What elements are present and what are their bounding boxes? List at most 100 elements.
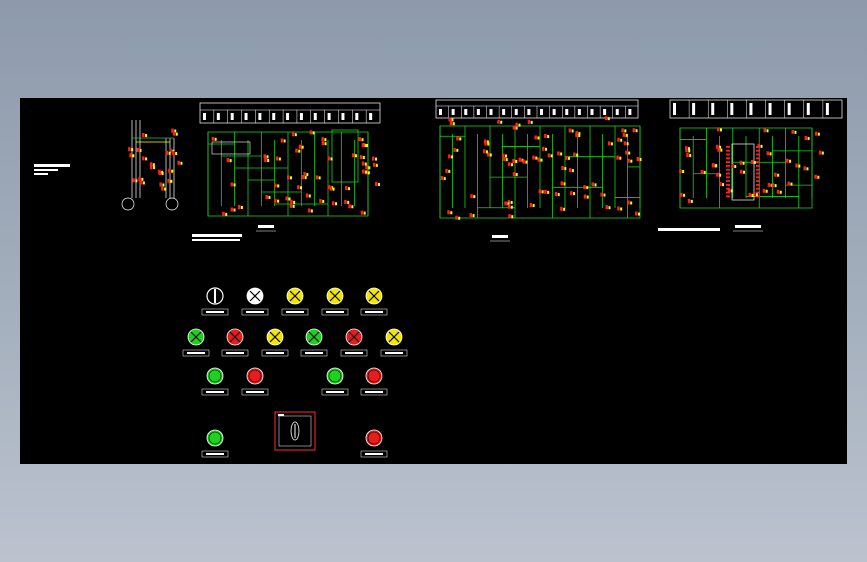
sheet-2-contact	[623, 141, 629, 146]
sheet-2-contact	[568, 128, 574, 133]
plc-module	[731, 143, 755, 201]
sheet-3-contact	[763, 128, 769, 133]
sheet-1-contact	[265, 194, 271, 199]
nameplate	[380, 349, 408, 357]
sheet-2-contact	[453, 147, 459, 152]
selector-switch-icon	[206, 287, 224, 305]
motor-contact	[129, 153, 135, 158]
sheet-2-contact	[604, 116, 610, 121]
sheet-2-contact	[507, 204, 513, 209]
motor-contact	[132, 178, 138, 183]
sheet-1-contact	[226, 158, 232, 163]
sheet-2-contact	[537, 157, 543, 162]
sheet-3-contact	[787, 181, 793, 186]
sheet-2-contact	[508, 214, 514, 219]
sheet-2-contact	[538, 189, 544, 194]
sheet-2-contact	[564, 155, 570, 160]
control-sheet-2	[435, 99, 641, 242]
sheet-3-contact	[716, 144, 722, 149]
motor-power-circuit	[121, 120, 179, 211]
sheet-3-contact	[679, 169, 685, 174]
sheet-1-contact	[263, 154, 269, 159]
sheet-1-contact	[332, 201, 338, 206]
sheet-2-contact	[605, 205, 611, 210]
motor-contact	[138, 176, 144, 181]
motor-contact	[161, 186, 167, 191]
sheet-3-contact	[786, 158, 792, 163]
sheet-2-contact	[561, 166, 567, 171]
key-switch	[274, 411, 316, 451]
sheet-3-contact	[740, 169, 746, 174]
sheet-2-contact	[456, 136, 462, 141]
nameplate	[300, 349, 328, 357]
motor-1-symbol	[121, 197, 135, 211]
sheet-2-contact	[527, 119, 533, 124]
sheet-1-contact	[237, 204, 243, 209]
sheet-1-aux-contact	[359, 155, 365, 160]
sheet-2-contact	[534, 135, 540, 140]
motor-contact	[171, 128, 177, 133]
sheet-2-caption	[490, 235, 510, 242]
sheet-2-contact	[636, 157, 642, 162]
sheet-3-contact	[748, 192, 754, 197]
motor-contact	[167, 178, 173, 183]
motor-contact	[172, 151, 178, 156]
nameplate	[201, 450, 229, 458]
left-note	[34, 164, 70, 175]
sheet-3-contact	[750, 160, 756, 165]
indicator-lamp-yellow	[365, 287, 383, 305]
sheet-2-contact	[544, 134, 550, 139]
indicator-lamp-red	[345, 328, 363, 346]
push-button-red	[365, 367, 383, 385]
sheet-2-contact	[512, 125, 518, 130]
motor-contact	[172, 131, 178, 136]
sheet-1-contact	[315, 175, 321, 180]
sheet-2-contact	[486, 152, 492, 157]
indicator-lamp-yellow	[326, 287, 344, 305]
sheet-1-contact	[289, 203, 295, 208]
sheet-1-aux-contact	[372, 156, 378, 161]
nameplate	[340, 349, 368, 357]
sheet-1-contact	[348, 204, 354, 209]
sheet-2-contact	[554, 192, 560, 197]
sheet-2-contact	[440, 176, 446, 181]
sheet-3-contact	[731, 163, 737, 168]
motor-contact	[149, 162, 155, 167]
push-button-red	[246, 367, 264, 385]
nameplate	[261, 349, 289, 357]
sheet-2-contact	[445, 168, 451, 173]
sheet-1-contact	[274, 198, 280, 203]
sheet-1-contact	[328, 185, 334, 190]
sheet-1-contact	[230, 207, 236, 212]
indicator-lamp-yellow	[286, 287, 304, 305]
sheet-1-contact	[274, 183, 280, 188]
sheet-2-contact	[502, 157, 508, 162]
motor-contact	[158, 170, 164, 175]
sheet-3-contact	[791, 129, 797, 134]
sheet-1-contact	[319, 198, 325, 203]
sheet-2-contact	[625, 150, 631, 155]
sheet-2-contact	[627, 158, 633, 163]
sheet-1-contact	[291, 132, 297, 137]
sheet-2-contact	[484, 141, 490, 146]
sheet-3-contact	[766, 151, 772, 156]
indicator-lamp-yellow	[266, 328, 284, 346]
sheet-3-contact	[680, 192, 686, 197]
sheet-2-contact	[447, 210, 453, 215]
sheet-3-contact	[719, 182, 725, 187]
sheet-3-contact	[814, 174, 820, 179]
sheet-2-contact	[600, 192, 606, 197]
sheet-3-contact	[762, 188, 768, 193]
sheet-3-contact	[711, 163, 717, 168]
sheet-1-aux-contact	[362, 169, 368, 174]
sheet-2-contact	[591, 182, 597, 187]
sheet-1-contact	[303, 172, 309, 177]
nameplate	[182, 349, 210, 357]
sheet-2-contact	[448, 154, 454, 159]
sheet-3-contact	[818, 150, 824, 155]
sheet-1-aux-contact	[358, 137, 364, 142]
sheet-2-contact	[632, 128, 638, 133]
sheet-2-contact	[635, 211, 641, 216]
sheet-3-contact	[814, 131, 820, 136]
sheet-1-contact	[321, 141, 327, 146]
